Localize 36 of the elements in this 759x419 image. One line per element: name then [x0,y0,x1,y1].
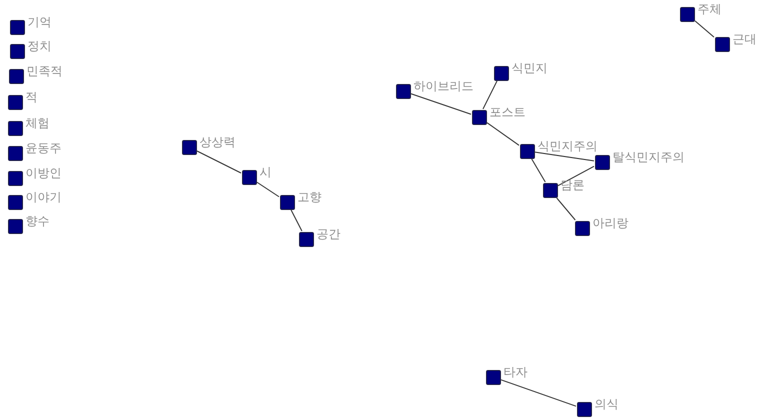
node-label: 기억 [28,14,52,28]
node-label: 아리랑 [592,216,628,230]
node-label: 탈식민지주의 [612,150,684,164]
node-label: 향수 [26,214,50,228]
node-label: 근대 [732,32,756,46]
connector-line [410,93,472,115]
node-label: 윤동주 [26,140,62,154]
node-label: 체험 [26,116,50,130]
node-label: 식민지주의 [538,138,598,152]
node-label: 주체 [698,2,722,16]
node-label: 타자 [504,364,528,378]
connector-line [290,210,302,232]
node-label: 포스트 [490,104,526,118]
connector-line [256,182,280,198]
connector-line [500,379,576,407]
node-label: 고향 [298,190,322,204]
node-label: 이방인 [26,166,62,180]
node-label: 정치 [28,38,52,52]
connector-line [558,166,594,186]
node-label: 적 [26,90,38,104]
connector-line [482,80,498,110]
node-label: 상상력 [200,134,236,148]
connector-line [531,158,546,182]
node-label: 식민지 [512,60,548,74]
node-label: 의식 [594,396,618,410]
connector-line [694,20,714,38]
connector-line [486,122,520,146]
connector-line [556,198,576,220]
connector-line [196,150,242,174]
node-label: 민족적 [26,64,62,78]
node-label: 공간 [316,226,340,240]
node-label: 담론 [560,178,584,192]
node-label: 시 [260,164,272,178]
node-label: 이야기 [26,190,62,204]
connector-line [534,152,594,162]
node-label: 하이브리드 [414,78,474,92]
